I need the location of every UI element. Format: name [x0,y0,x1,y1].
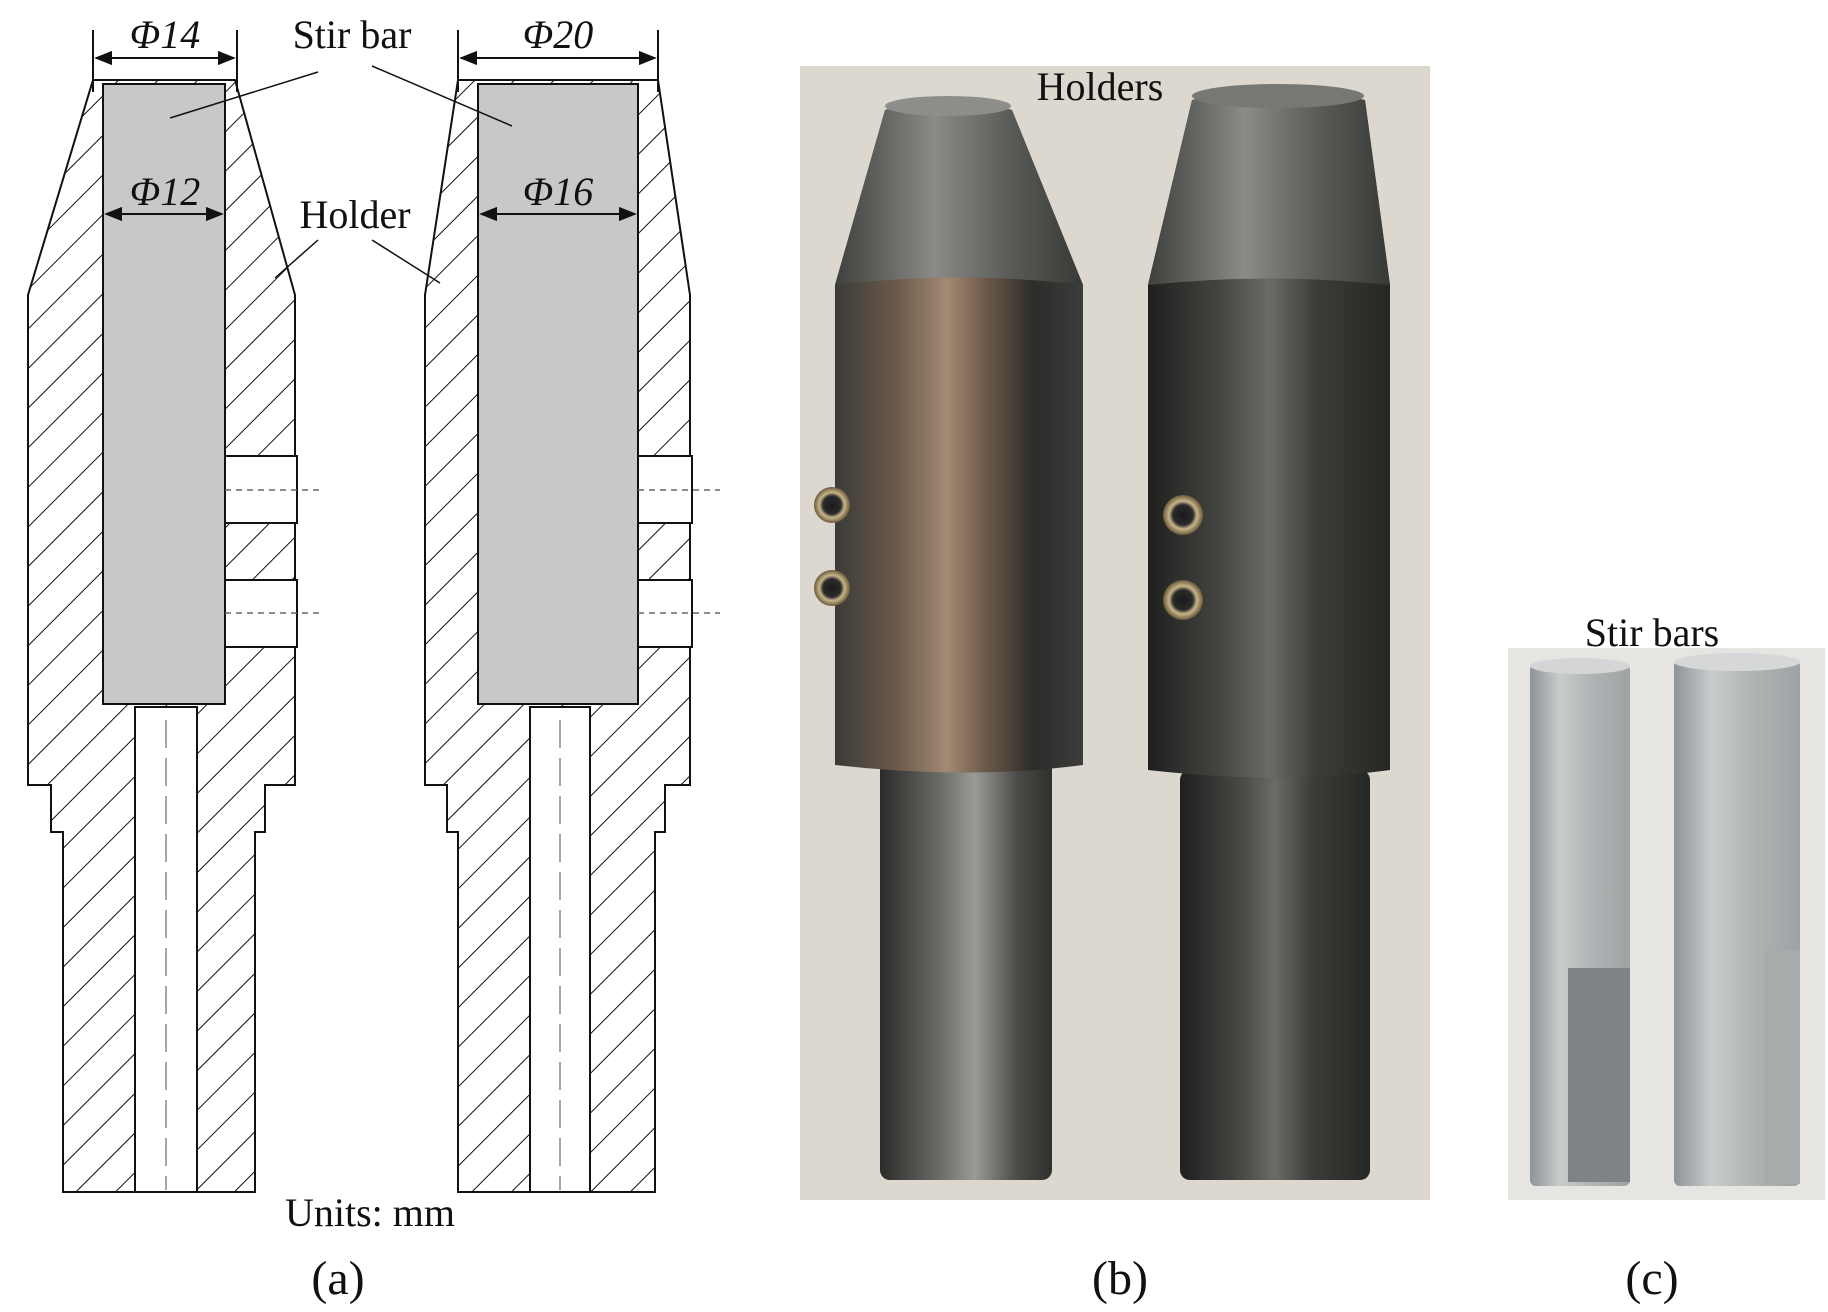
dim-top-right-label: Φ20 [523,12,593,57]
left-holder-section [27,30,322,1193]
small-stir-bar-photo [1530,658,1630,1186]
dim-inner-left-label: Φ12 [130,169,200,214]
dim-inner-right-label: Φ16 [523,169,593,214]
units-label: Units: mm [285,1190,455,1235]
caption-b: (b) [1092,1252,1148,1305]
left-holder-photo [814,96,1083,1180]
caption-a: (a) [311,1252,364,1305]
stir-bars-label: Stir bars [1585,610,1719,655]
panel-a-drawing: Φ14 Φ12 Φ20 Φ16 Stir bar Holder Units: m… [27,12,720,1305]
large-stir-bar-photo [1674,653,1800,1186]
panel-c-photo: Stir bars (c) [1508,610,1825,1305]
stir-bar-label: Stir bar [293,12,412,57]
right-holder-photo [1148,84,1390,1180]
left-stir-bar [102,83,226,705]
holder-label: Holder [299,192,410,237]
panel-b-photo: Holders (b) [800,64,1430,1305]
right-stir-bar [477,83,639,705]
caption-c: (c) [1625,1252,1678,1305]
dim-top-left-label: Φ14 [130,12,200,57]
holders-label: Holders [1037,64,1164,109]
right-holder-section [424,30,720,1193]
